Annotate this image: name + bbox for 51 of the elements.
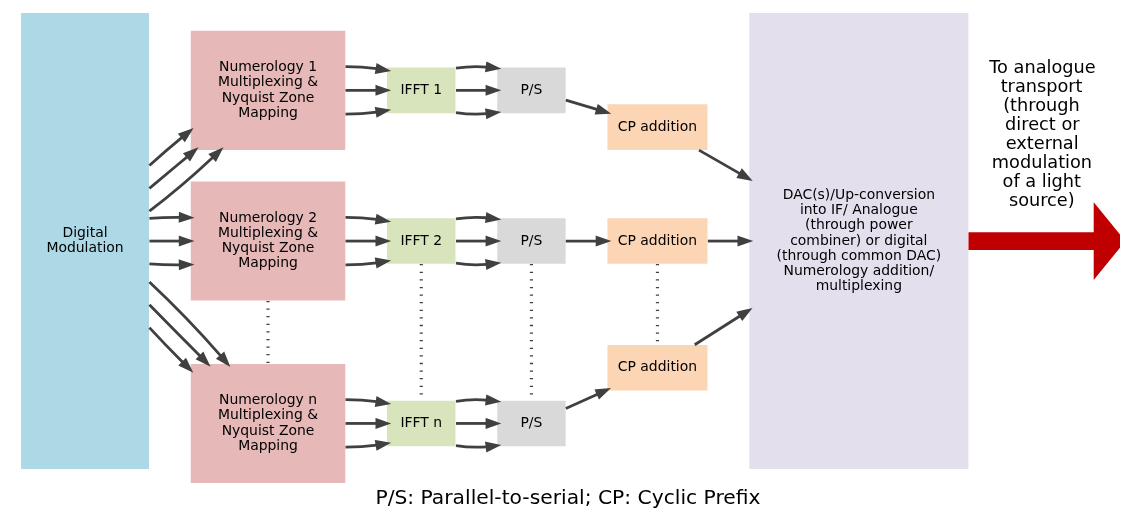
arrow <box>694 307 753 346</box>
arrow <box>345 63 392 74</box>
node-box: Numerology 1 Multiplexing & Nyquist Zone Mapping <box>190 30 346 150</box>
arrow <box>455 108 502 120</box>
arrow <box>968 202 1120 280</box>
arrow <box>455 61 502 73</box>
arrow <box>456 84 502 96</box>
arrow <box>148 147 199 190</box>
arrow <box>148 128 194 167</box>
node-box: P/S <box>497 67 566 114</box>
arrow <box>456 417 502 429</box>
arrow <box>148 303 211 367</box>
arrow <box>345 417 392 429</box>
arrow <box>565 388 612 410</box>
caption: P/S: Parallel-to-serial; CP: Cyclic Prefix <box>375 485 761 510</box>
arrow <box>345 84 392 96</box>
connector <box>266 300 270 364</box>
node-box: P/S <box>497 218 566 264</box>
arrow <box>148 281 231 368</box>
arrow <box>148 326 194 373</box>
node-box: P/S <box>497 400 566 447</box>
node-box: DAC(s)/Up-conversion into IF/ Analogue (through power combiner) or digital (through common DAC) Numerology addition/ multiplexing <box>749 13 969 470</box>
node-box: CP addition <box>607 344 708 391</box>
arrow <box>455 394 502 406</box>
node-box: Digital Modulation <box>21 13 149 470</box>
node-box: IFFT 2 <box>387 218 456 264</box>
arrow <box>456 235 502 247</box>
arrow <box>345 213 392 225</box>
arrow <box>345 396 392 407</box>
arrow <box>565 98 612 115</box>
node-box: Numerology 2 Multiplexing & Nyquist Zone Mapping <box>190 181 346 301</box>
edge-label: To analogue transport (through direct or external modulation of a light source) <box>989 56 1096 210</box>
arrow <box>345 106 392 118</box>
arrow <box>149 211 195 223</box>
arrow <box>707 235 754 247</box>
arrow <box>148 147 224 213</box>
arrow <box>149 235 195 247</box>
arrow <box>345 439 392 451</box>
arrow <box>455 212 502 224</box>
node-box: IFFT 1 <box>387 67 456 114</box>
arrow <box>149 259 195 271</box>
arrow <box>345 257 392 269</box>
node-box: IFFT n <box>387 400 456 447</box>
arrow <box>455 259 502 271</box>
arrow <box>345 235 392 247</box>
arrow <box>455 441 502 453</box>
arrow <box>565 235 612 247</box>
node-box: Numerology n Multiplexing & Nyquist Zone Mapping <box>190 363 346 483</box>
node-box: CP addition <box>607 104 708 150</box>
arrow <box>698 148 753 181</box>
node-box: CP addition <box>607 218 708 264</box>
